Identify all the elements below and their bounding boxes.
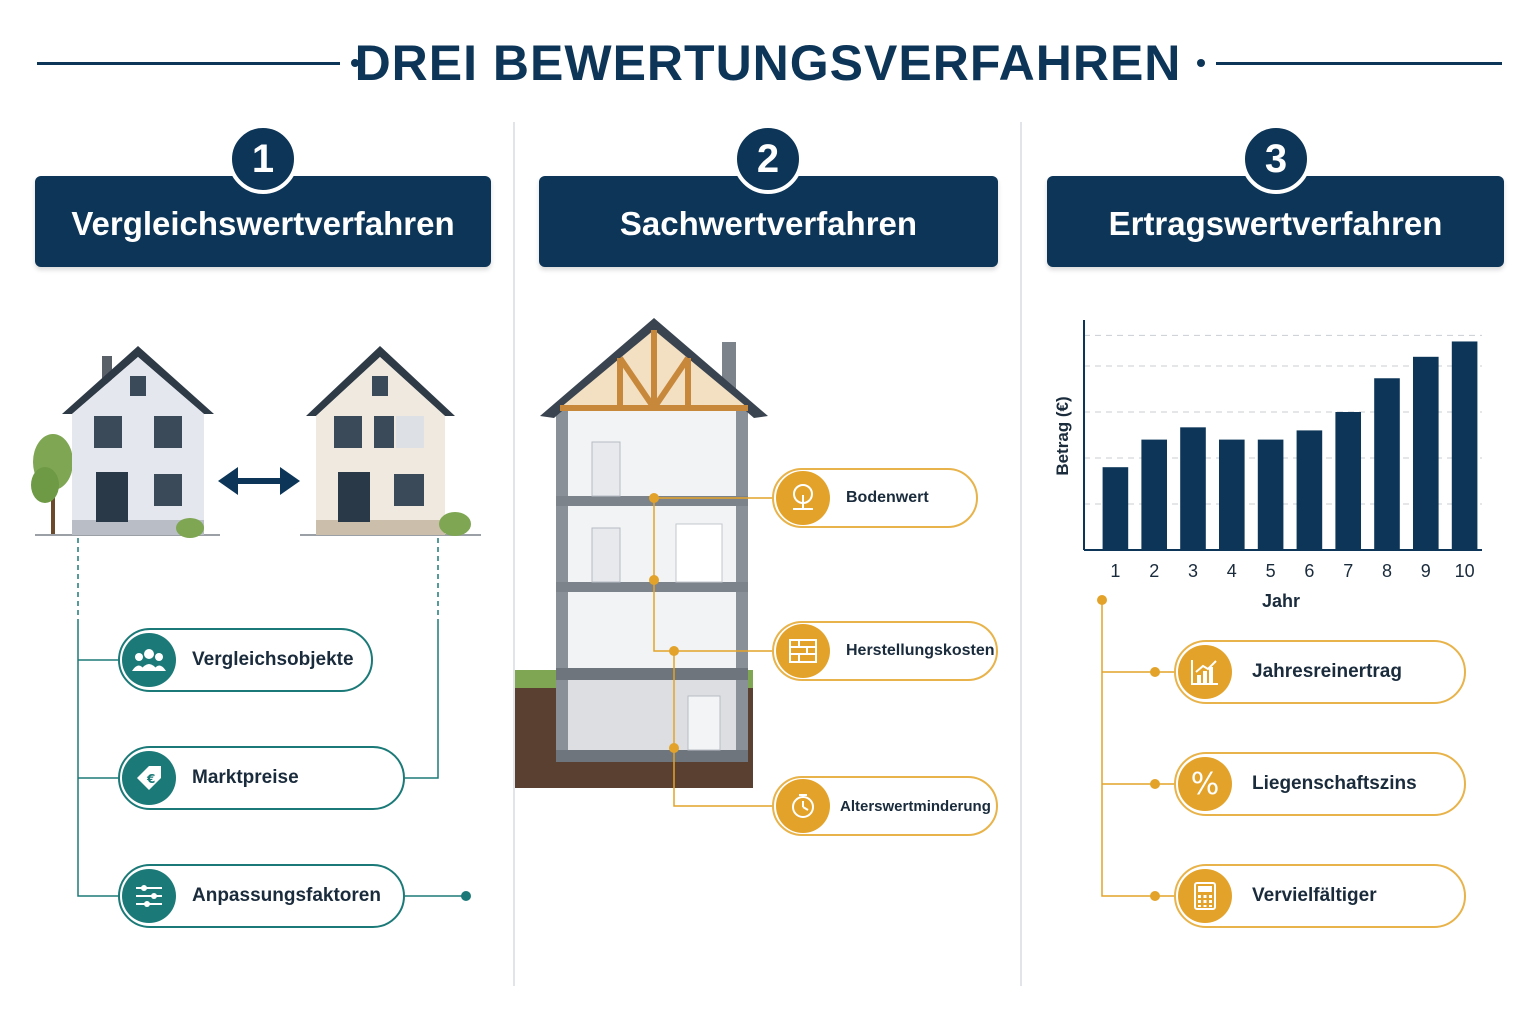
title-rule-right	[1216, 62, 1502, 65]
factor-label: Bodenwert	[846, 489, 929, 506]
svg-text:€: €	[146, 772, 155, 786]
column-divider-2	[1020, 122, 1022, 986]
factor-label: Marktpreise	[192, 767, 299, 788]
people-icon	[122, 633, 176, 687]
x-tick-label: 10	[1455, 561, 1475, 581]
title-dot-left	[351, 59, 359, 67]
factor-land-value: Bodenwert	[772, 468, 978, 528]
method-number-badge-2: 2	[733, 124, 803, 194]
factor-construction-costs: Herstellungskosten	[772, 621, 998, 681]
factor-label: Herstellungskosten	[846, 642, 995, 659]
x-tick-label: 5	[1266, 561, 1276, 581]
clock-icon	[776, 779, 830, 833]
house-1	[62, 346, 214, 538]
method-number-badge-3: 3	[1241, 124, 1311, 194]
factor-annual-net-income: Jahresreinertrag	[1174, 640, 1466, 704]
factor-adjustment-factors: Anpassungsfaktoren	[118, 864, 405, 928]
percent-icon: %	[1178, 757, 1232, 811]
bar	[1335, 412, 1362, 550]
x-tick-label: 3	[1188, 561, 1198, 581]
x-tick-label: 2	[1149, 561, 1159, 581]
bar	[1141, 439, 1168, 550]
comparison-houses-illustration	[31, 346, 481, 620]
column-divider-1	[513, 122, 515, 986]
tree-icon	[776, 471, 830, 525]
bricks-icon	[776, 624, 830, 678]
bar	[1102, 467, 1129, 550]
x-tick-label: 7	[1343, 561, 1353, 581]
title-rule-left	[37, 62, 340, 65]
factor-market-prices: € Marktpreise	[118, 746, 405, 810]
method-number-badge-1: 1	[228, 124, 298, 194]
x-tick-label: 8	[1382, 561, 1392, 581]
double-arrow-icon	[218, 467, 300, 495]
factor-label: Jahresreinertrag	[1252, 661, 1402, 682]
title-dot-right	[1197, 59, 1205, 67]
x-tick-label: 4	[1227, 561, 1237, 581]
factor-label: Vervielfältiger	[1252, 885, 1377, 906]
tree-icon	[31, 434, 73, 535]
calculator-icon	[1178, 869, 1232, 923]
column-1-connector-lines	[77, 620, 471, 901]
x-tick-label: 1	[1110, 561, 1120, 581]
factor-property-interest-rate: % Liegenschaftszins	[1174, 752, 1466, 816]
y-axis-label: Betrag (€)	[1053, 396, 1072, 475]
bar	[1257, 439, 1284, 550]
page-title: DREI BEWERTUNGSVERFAHREN	[354, 35, 1182, 91]
x-tick-label: 9	[1421, 561, 1431, 581]
factor-depreciation: Alterswertminderung	[772, 776, 998, 836]
bar	[1218, 439, 1245, 550]
factor-multiplier: Vervielfältiger	[1174, 864, 1466, 928]
x-tick-label: 6	[1304, 561, 1314, 581]
building-cross-section-illustration	[515, 318, 774, 807]
growth-chart-icon	[1178, 645, 1232, 699]
house-2	[306, 346, 471, 536]
x-axis-label: Jahr	[1262, 591, 1300, 611]
bar	[1374, 378, 1400, 550]
price-tag-icon: €	[122, 751, 176, 805]
factor-label: Anpassungsfaktoren	[192, 885, 381, 906]
sliders-icon	[122, 869, 176, 923]
bar	[1296, 430, 1323, 550]
factor-label: Alterswertminderung	[840, 797, 991, 815]
factor-label: Vergleichsobjekte	[192, 649, 354, 670]
bar	[1180, 427, 1206, 550]
factor-label: Liegenschaftszins	[1252, 773, 1417, 794]
factor-comparison-objects: Vergleichsobjekte	[118, 628, 373, 692]
bar	[1451, 341, 1478, 550]
bar	[1412, 356, 1439, 550]
